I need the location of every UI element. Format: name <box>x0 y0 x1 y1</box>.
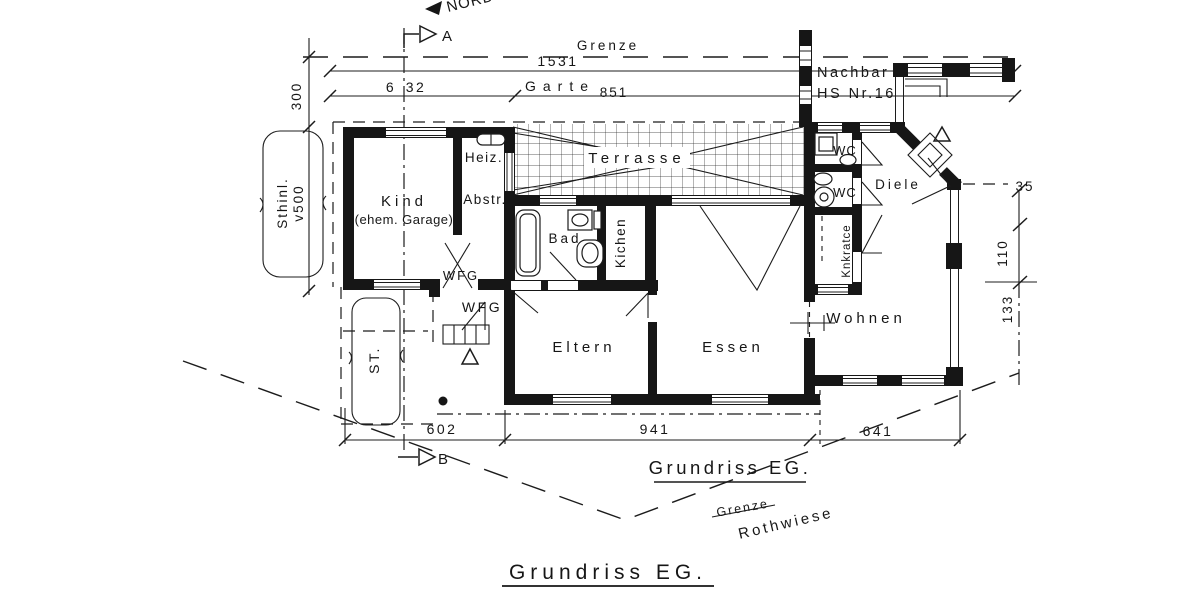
dimension-line-right <box>963 183 1037 388</box>
dim-602: 602 <box>427 421 458 437</box>
room-label-essen: Essen <box>702 339 764 356</box>
room-label-wc-lower: WC <box>833 185 857 200</box>
neighbor-house <box>799 30 1015 127</box>
dim-851: 851 <box>600 85 629 100</box>
essen-wohnen-passage <box>790 302 835 338</box>
section-a-label: A <box>442 28 453 45</box>
delta-marker-vestibule <box>460 347 480 365</box>
boundary-bottom-label-1: Grenze <box>715 497 770 520</box>
roof-overhang-dashed-outline <box>332 121 820 425</box>
dim-35: 35 <box>1015 179 1034 194</box>
boiler-heiz <box>476 133 506 146</box>
terrace-door-essen <box>672 196 790 205</box>
room-label-wfg-upper: WFG <box>443 268 479 283</box>
room-label-heiz: Heiz. <box>465 150 503 165</box>
eltern-door-gap <box>511 281 578 290</box>
parking2-label: ST. <box>366 346 382 374</box>
section-marker-a <box>403 24 438 48</box>
dimension-line-300 <box>302 38 316 298</box>
window-closet-south <box>818 285 848 294</box>
window-eltern-south <box>553 395 611 404</box>
terrace-hatch <box>512 124 805 196</box>
dim-632-right: 32 <box>406 79 427 95</box>
wc-fixtures <box>813 132 857 208</box>
boundary-top-label: Grenze <box>577 38 639 53</box>
north-label: NORD <box>445 0 496 16</box>
dim-133: 133 <box>1000 295 1015 324</box>
room-label-eltern: Eltern <box>552 339 615 356</box>
room-label-wc-upper: WC <box>833 143 857 158</box>
washbasin-wc-lower <box>813 172 833 186</box>
parking1-label-line1: Sthinl. <box>275 177 290 229</box>
room-label-closet: Knkratce <box>841 224 853 277</box>
window-bad-north <box>540 196 576 205</box>
window-kind-north <box>386 128 446 137</box>
window-wohnen-south <box>843 376 944 385</box>
bay-window-wohnen <box>946 179 963 386</box>
survey-point-dot <box>438 396 448 406</box>
neighbor-label-line1: Nachbar <box>817 65 889 81</box>
parking1-label-line2: v500 <box>291 184 306 221</box>
room-label-bad: Bad <box>548 231 581 246</box>
window-kind-south <box>352 280 437 289</box>
dim-632-left: 6 <box>386 79 396 95</box>
room-label-terrasse: Terrasse <box>588 150 686 167</box>
neighbor-label-line2: HS Nr.16 <box>817 86 896 102</box>
room-label-abstr: Abstr. <box>463 192 507 207</box>
windows <box>352 123 944 404</box>
main-title: Grundriss EG. <box>509 561 707 584</box>
section-marker-b <box>398 447 437 467</box>
room-label-kichen: Kichen <box>613 218 628 268</box>
plan-caption: Grundriss EG. <box>649 457 812 478</box>
room-label-kind: Kind <box>381 193 427 210</box>
entrance-diagonal-wall <box>894 123 962 205</box>
dim-641: 641 <box>863 423 894 439</box>
washbasin-wc-upper <box>839 153 857 167</box>
door-swings <box>442 141 884 331</box>
dim-300: 300 <box>289 82 304 111</box>
north-arrow-icon <box>425 1 442 15</box>
wc-door-gaps <box>853 140 861 282</box>
room-label-wohnen: Wohnen <box>826 310 906 327</box>
window-wc-north <box>818 123 890 132</box>
section-b-label: B <box>438 451 449 468</box>
parking-space-2 <box>348 297 404 426</box>
room-label-wfg-lower: WFG <box>462 299 502 315</box>
bathroom-fixtures <box>515 209 604 277</box>
entrance-steps <box>442 324 490 345</box>
dimension-line-garden <box>323 89 1022 103</box>
garden-label: Garte <box>525 78 595 94</box>
dim-941: 941 <box>640 421 671 437</box>
window-essen-south <box>712 395 768 404</box>
room-label-diele: Diele <box>875 177 921 192</box>
door-heiz-west <box>505 153 514 191</box>
boundary-line-bottom <box>182 360 1020 521</box>
delta-marker-entrance <box>932 125 952 142</box>
room-label-kind-sub: (ehem. Garage) <box>355 212 454 227</box>
dim-110: 110 <box>995 239 1010 267</box>
dim-1531: 1531 <box>537 53 578 69</box>
parking-space-1 <box>259 130 327 278</box>
dimension-line-bottom <box>338 390 967 447</box>
